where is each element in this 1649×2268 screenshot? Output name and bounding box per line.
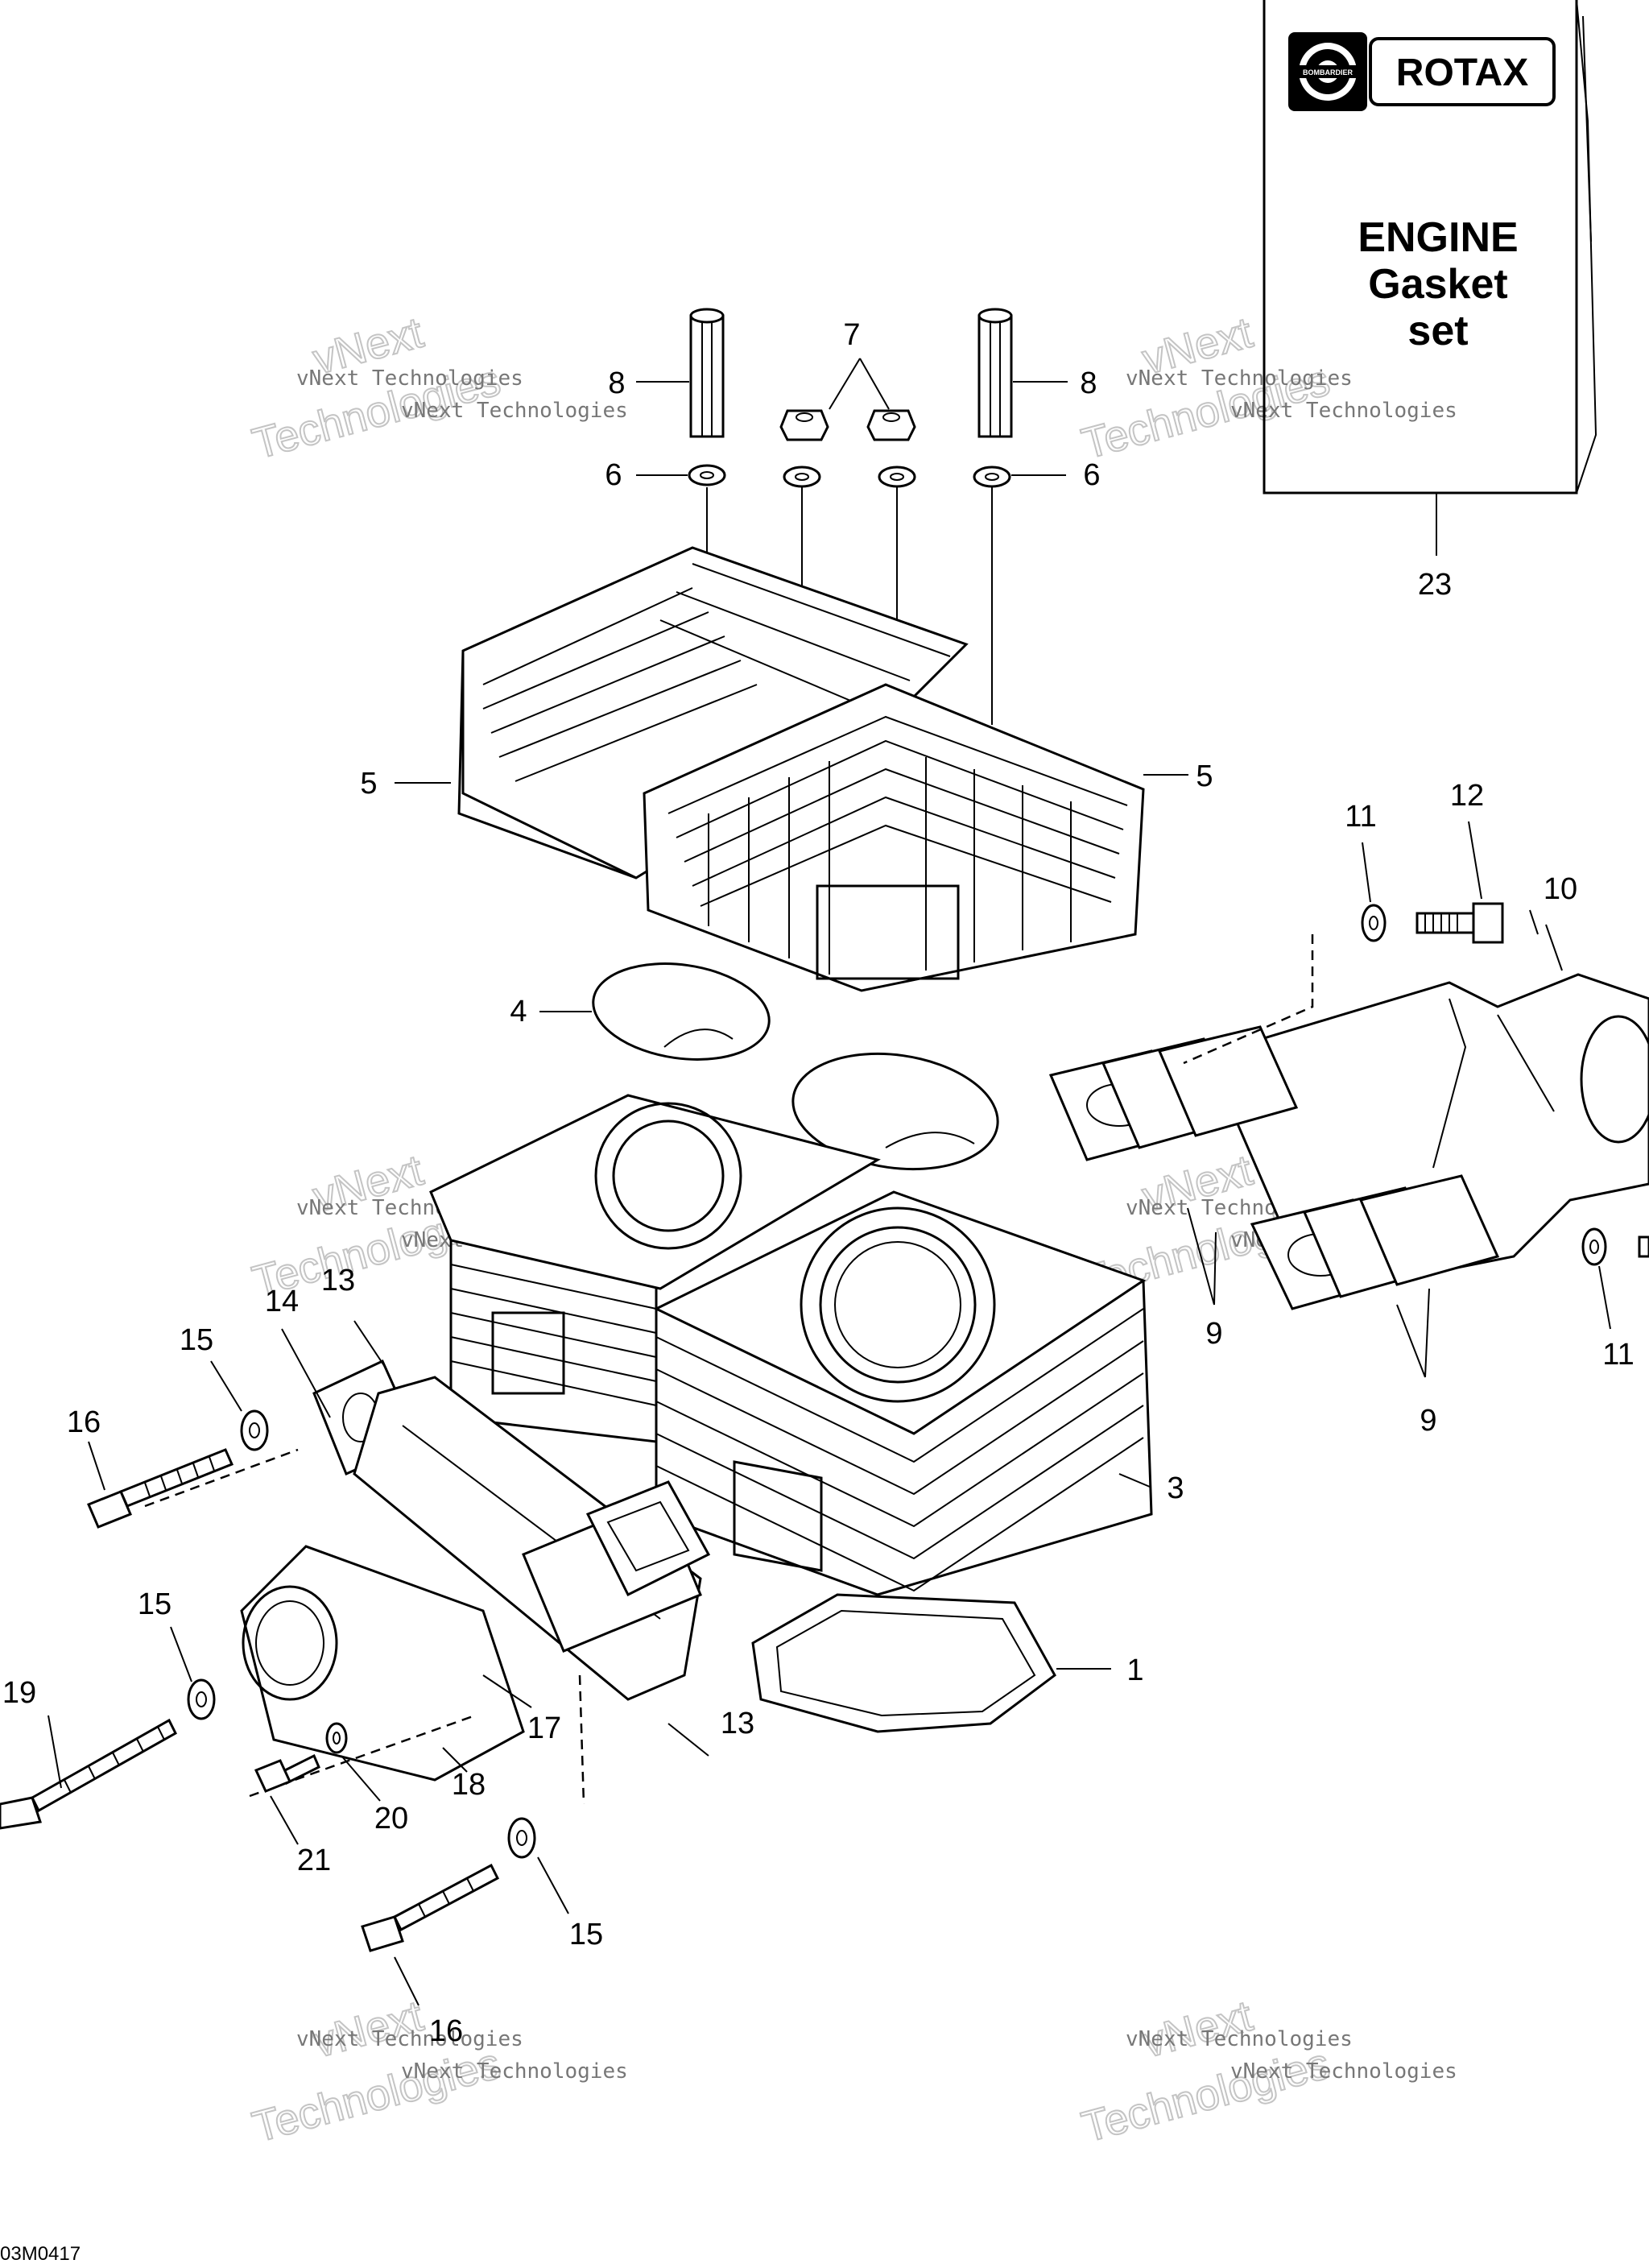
- callout-17: 17: [527, 1711, 561, 1745]
- watermark-top-left: vNext Technologies vNext Technologies vN…: [247, 308, 628, 470]
- exhaust-gaskets-lower: [1250, 1174, 1500, 1310]
- callout-19: 19: [2, 1676, 36, 1710]
- callout-23: 23: [1418, 568, 1452, 602]
- callout-14: 14: [265, 1285, 299, 1318]
- callout-8-left: 8: [608, 366, 625, 400]
- callout-13-lower: 13: [721, 1707, 754, 1740]
- svg-text:vNext Technologies: vNext Technologies: [1230, 399, 1457, 423]
- rotax-logo: ROTAX: [1369, 37, 1556, 106]
- svg-text:vNext Technologies: vNext Technologies: [401, 399, 628, 423]
- cylinder-head-front: [643, 683, 1145, 992]
- bolt-16-lower: [361, 1863, 499, 1952]
- callout-4: 4: [510, 995, 527, 1028]
- callout-8-right: 8: [1080, 366, 1097, 400]
- callout-15-middle: 15: [138, 1587, 172, 1621]
- callout-5-right: 5: [1196, 759, 1213, 793]
- callout-11-right: 11: [1602, 1338, 1634, 1372]
- callout-18: 18: [452, 1768, 486, 1802]
- callout-11-top: 11: [1345, 800, 1376, 834]
- stud-nut-left: [689, 308, 725, 438]
- screw-21: [254, 1753, 320, 1793]
- kit-title-line-1: ENGINE: [1358, 214, 1518, 261]
- callout-21: 21: [297, 1844, 331, 1877]
- callout-1: 1: [1126, 1653, 1143, 1687]
- watermark-bottom-right: vNext Technologies vNext Technologies vN…: [1077, 1991, 1457, 2153]
- callout-9-lower: 9: [1420, 1404, 1436, 1438]
- bolt-16-upper: [87, 1448, 234, 1529]
- stud-nut-right: [977, 308, 1013, 438]
- intake-gasket-lower: [585, 1480, 711, 1597]
- callout-16-upper: 16: [67, 1405, 101, 1439]
- callout-20: 20: [374, 1802, 408, 1836]
- svg-text:vNext Technologies: vNext Technologies: [296, 366, 523, 391]
- exhaust-gaskets-upper: [1048, 1025, 1299, 1161]
- callout-6-right: 6: [1083, 458, 1100, 492]
- svg-text:vNext Technologies: vNext Technologies: [401, 2059, 628, 2084]
- svg-text:Technologies: Technologies: [248, 2039, 506, 2152]
- svg-text:ROTAX: ROTAX: [1396, 52, 1528, 94]
- head-gasket-ring-right: [791, 1052, 999, 1171]
- washer-11-top: [1361, 904, 1387, 942]
- callout-9-upper: 9: [1205, 1317, 1222, 1351]
- svg-text:BOMBARDIER: BOMBARDIER: [1303, 68, 1353, 77]
- diagram-code: 03M0417: [0, 2243, 81, 2265]
- nut-right: [866, 409, 916, 441]
- bolt-19: [0, 1718, 177, 1830]
- washer-15-upper: [240, 1409, 269, 1451]
- callout-6-left: 6: [605, 458, 622, 492]
- callout-15-upper: 15: [180, 1323, 213, 1357]
- svg-text:vNext Technologies: vNext Technologies: [1230, 2059, 1457, 2084]
- bombardier-logo: BOMBARDIER: [1288, 32, 1367, 111]
- callout-13-upper: 13: [321, 1264, 355, 1297]
- head-gasket-ring-left: [592, 962, 771, 1061]
- washers-row: [688, 464, 1011, 488]
- svg-text:vNext Technologies: vNext Technologies: [1126, 2027, 1353, 2051]
- callout-15-lower: 15: [569, 1918, 603, 1951]
- svg-text:Technologies: Technologies: [1077, 2039, 1335, 2152]
- callout-5-left: 5: [360, 767, 377, 801]
- cylinder-front: [653, 1190, 1153, 1596]
- washer-11-right: [1581, 1227, 1649, 1266]
- svg-text:vNext Technologies: vNext Technologies: [1126, 366, 1353, 391]
- callout-3: 3: [1167, 1471, 1184, 1505]
- washer-15-lower: [507, 1817, 536, 1859]
- screw-12: [1415, 902, 1504, 944]
- kit-title-line-2: Gasket: [1368, 261, 1507, 308]
- cylinder-rear: [429, 1094, 881, 1443]
- callout-16-lower: 16: [429, 2014, 463, 2048]
- washer-20: [325, 1722, 348, 1754]
- watermark-top-right: vNext Technologies vNext Technologies vN…: [1077, 308, 1457, 470]
- gasket-set-package: BOMBARDIER ROTAX ENGINE Gasket set: [1263, 0, 1597, 495]
- callout-10: 10: [1544, 872, 1577, 906]
- cylinder-head-rear: [457, 546, 969, 879]
- svg-text:vNext Technologies: vNext Technologies: [296, 2027, 523, 2051]
- callout-12: 12: [1450, 779, 1484, 813]
- base-gasket: [751, 1593, 1056, 1733]
- kit-title-line-3: set: [1407, 308, 1468, 354]
- nut-left: [779, 409, 829, 441]
- callout-7: 7: [843, 318, 860, 352]
- washer-15-middle: [187, 1678, 216, 1720]
